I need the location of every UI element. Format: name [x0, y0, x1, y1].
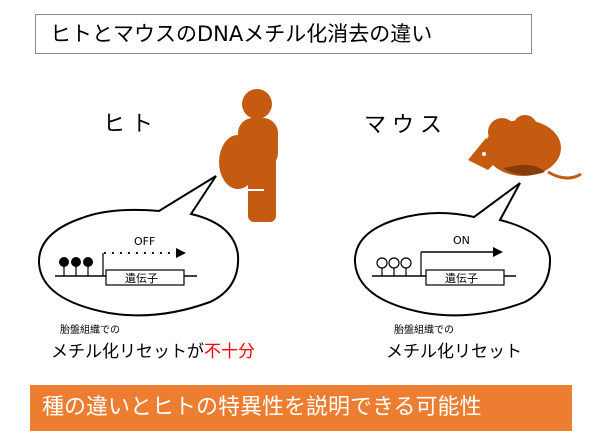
pregnant-woman-icon [219, 89, 278, 222]
conclusion-banner: 種の違いとヒトの特異性を説明できる可能性 [30, 385, 572, 431]
mouse-label: マウス [364, 113, 449, 138]
gene-box [425, 269, 505, 286]
methyl-group-marker [83, 257, 93, 267]
title-box: ヒトとマウスのDNAメチル化消去の違い [35, 14, 532, 54]
on-label: ON [453, 234, 470, 247]
human-note-emphasis: 不十分 [204, 342, 255, 362]
mouse-speech-bubble [353, 182, 552, 317]
mouse-note: メチル化リセット [386, 342, 522, 362]
unmethylated-marker [400, 257, 412, 269]
gene-box [105, 269, 185, 286]
mouse-note-small: 胎盤組織での [394, 325, 454, 336]
human-gene-diagram: OFF 遺伝子 [55, 235, 197, 286]
mouse-gene-diagram: ON 遺伝子 [372, 234, 516, 286]
slide-title: ヒトとマウスのDNAメチル化消去の違い [50, 22, 433, 46]
human-note-small: 胎盤組織での [60, 325, 120, 336]
off-label: OFF [134, 235, 155, 248]
conclusion-text: 種の違いとヒトの特異性を説明できる可能性 [42, 395, 482, 420]
human-label: ヒト [103, 112, 160, 137]
gene-label: 遺伝子 [125, 271, 158, 285]
human-note-main: メチル化リセットが [51, 342, 204, 362]
methyl-group-marker [71, 257, 81, 267]
methyl-group-marker [59, 257, 69, 267]
unmethylated-marker [376, 257, 388, 269]
mouse-icon [468, 115, 582, 180]
human-speech-bubble [37, 175, 240, 317]
unmethylated-marker [388, 257, 400, 269]
gene-label: 遺伝子 [445, 271, 478, 285]
human-note: メチル化リセットが不十分 [51, 337, 255, 362]
